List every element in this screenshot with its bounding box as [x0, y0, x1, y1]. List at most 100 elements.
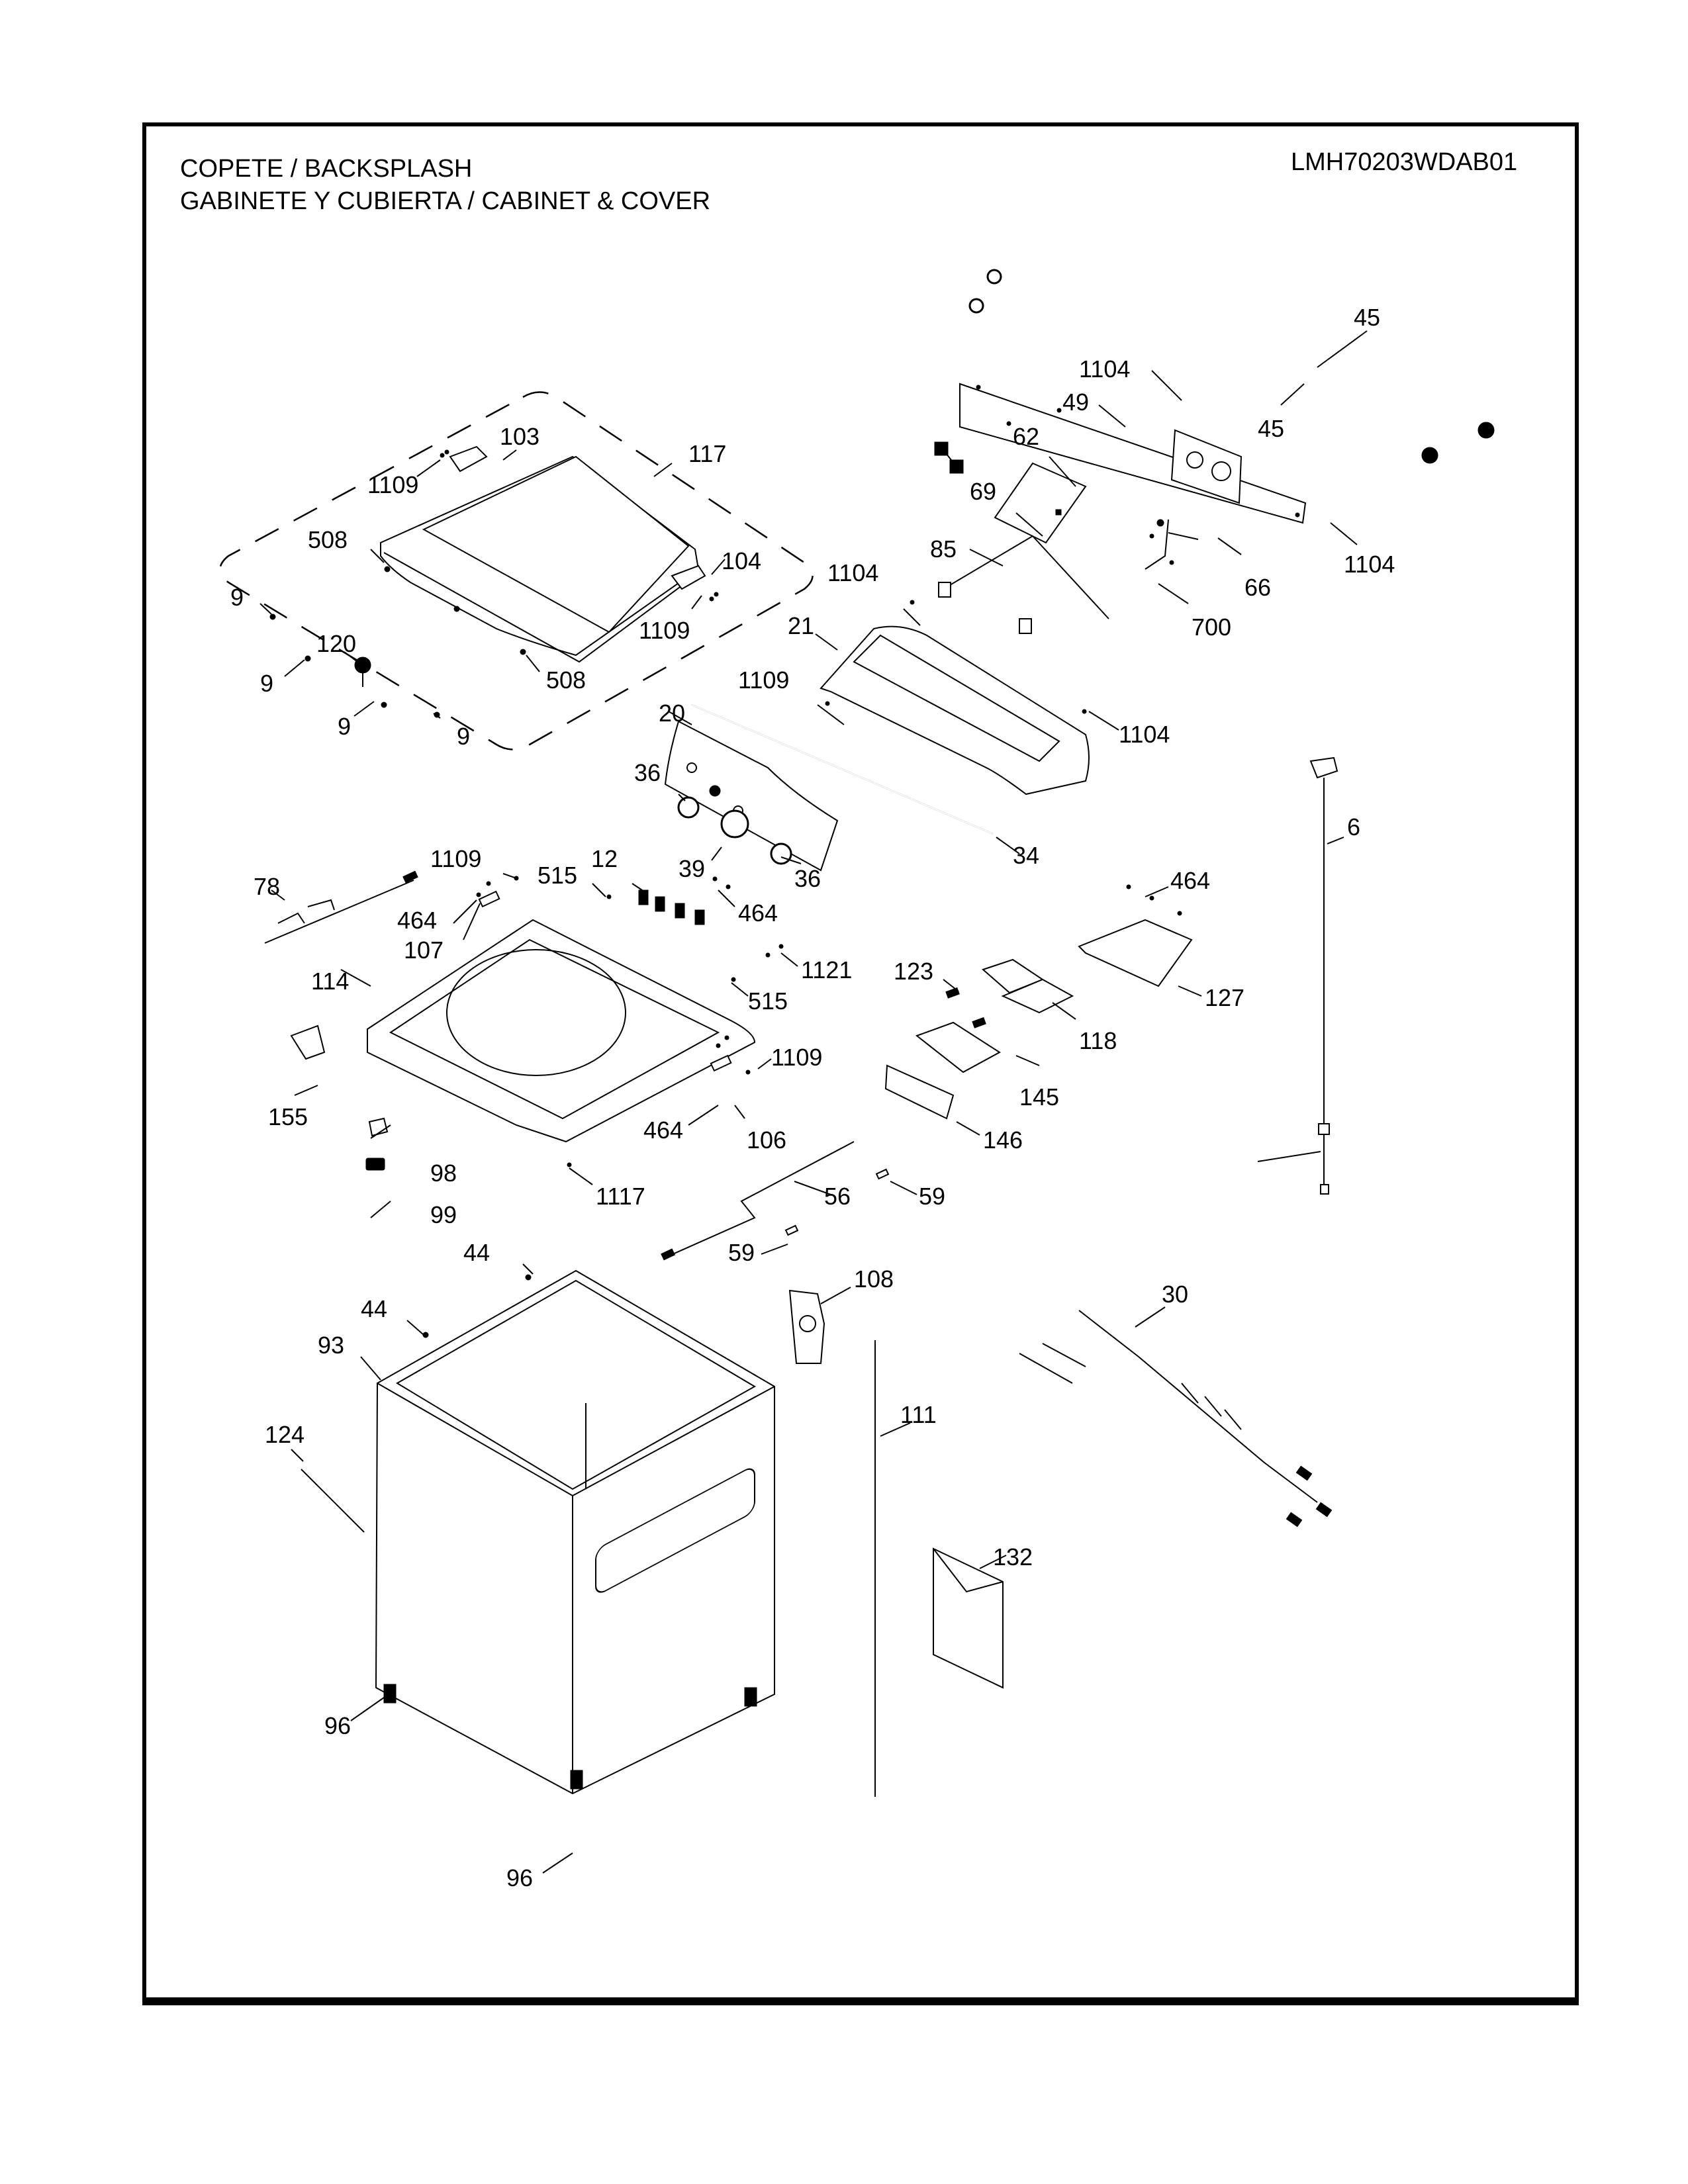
part-56-wire-harness	[661, 1141, 855, 1261]
callout-9: 9	[230, 584, 244, 611]
part-123-siphon-caps	[945, 987, 986, 1028]
callout-114: 114	[311, 968, 349, 995]
callout-36: 36	[634, 759, 661, 786]
part-34-trim-strip	[691, 704, 994, 835]
part-44-screws	[422, 1274, 532, 1338]
callout-132: 132	[993, 1543, 1033, 1570]
part-69-control-board	[994, 462, 1087, 544]
part-39-knob-center	[720, 809, 749, 839]
callout-1109: 1109	[367, 471, 418, 498]
callout-62: 62	[1013, 423, 1039, 450]
callout-66: 66	[1244, 574, 1271, 601]
callout-21: 21	[788, 612, 814, 639]
callout-464: 464	[397, 907, 437, 934]
callout-39: 39	[679, 855, 705, 882]
part-104-hinge	[671, 565, 719, 602]
part-146-dispenser-front	[884, 1064, 955, 1120]
callout-6: 6	[1347, 813, 1360, 841]
part-6-power-cord	[1257, 756, 1338, 1195]
callout-1109: 1109	[771, 1044, 822, 1071]
callout-44: 44	[463, 1239, 490, 1266]
model-number: LMH70203WDAB01	[1291, 148, 1518, 176]
part-117-top-lid-group	[219, 391, 814, 751]
callout-59: 59	[919, 1183, 945, 1210]
callout-30: 30	[1162, 1281, 1188, 1308]
callout-34: 34	[1013, 842, 1039, 869]
callout-124: 124	[265, 1421, 305, 1448]
part-49-rear-panel	[959, 383, 1307, 539]
callout-515: 515	[748, 987, 788, 1015]
fasteners-top-cover	[476, 876, 784, 1075]
part-9-bumpers	[269, 614, 440, 718]
part-107-switch	[478, 890, 500, 908]
callout-9: 9	[338, 713, 351, 740]
callout-1109: 1109	[738, 666, 789, 694]
callout-1109: 1109	[639, 617, 690, 644]
part-30-main-harness	[1019, 1310, 1333, 1527]
callout-111: 111	[900, 1401, 937, 1428]
callout-12: 12	[591, 845, 618, 872]
callout-464: 464	[1170, 867, 1210, 894]
part-96-leveling-legs	[383, 1684, 757, 1790]
callout-508: 508	[546, 666, 586, 694]
callout-85: 85	[930, 535, 957, 563]
part-155-dispenser-cup	[290, 1024, 326, 1060]
callout-127: 127	[1205, 984, 1244, 1011]
callout-103: 103	[500, 423, 539, 450]
part-145-dispenser-tray	[915, 1021, 1001, 1073]
callout-labels: 45 45 1104 49 62 69 85 1104 1104 66 700 …	[230, 304, 1395, 1891]
callout-108: 108	[854, 1265, 894, 1293]
callout-78: 78	[254, 873, 280, 900]
callout-45: 45	[1258, 415, 1284, 442]
callout-1109: 1109	[430, 845, 481, 872]
callout-69: 69	[970, 478, 996, 505]
part-118-dispenser-drawer	[982, 958, 1074, 1014]
part-20-control-panel	[664, 720, 839, 872]
part-132-literature-bag	[933, 1547, 1004, 1689]
diagram-title-cabinet-cover: GABINETE Y CUBIERTA / CABINET & COVER	[180, 187, 711, 215]
callout-1104: 1104	[1119, 721, 1170, 748]
callout-96: 96	[324, 1712, 351, 1739]
callout-56: 56	[824, 1183, 851, 1210]
callout-104: 104	[722, 547, 761, 574]
part-98-lid-switch	[368, 1117, 389, 1137]
callout-1104: 1104	[1079, 355, 1130, 383]
part-66-harness	[1145, 519, 1199, 570]
callout-508: 508	[308, 526, 348, 553]
part-62-switch	[934, 441, 964, 474]
leader-lines	[259, 330, 1368, 1874]
callout-1117: 1117	[596, 1183, 645, 1210]
callout-146: 146	[983, 1126, 1023, 1154]
part-78-harness	[264, 870, 418, 944]
drawing-frame	[142, 122, 1579, 2005]
callout-9: 9	[457, 723, 470, 750]
part-36-knob-right	[770, 842, 792, 865]
callout-1104: 1104	[1344, 551, 1395, 578]
part-36-knob-left	[677, 796, 700, 819]
callout-9: 9	[260, 670, 273, 697]
callout-700: 700	[1192, 614, 1231, 641]
callout-155: 155	[268, 1103, 308, 1130]
callout-93: 93	[318, 1332, 344, 1359]
part-93-cabinet	[375, 1269, 775, 1795]
callout-464: 464	[738, 899, 778, 927]
callout-20: 20	[659, 700, 685, 727]
part-45-inlet-hoses	[968, 269, 1495, 464]
part-106-switch	[710, 1054, 732, 1072]
callout-98: 98	[430, 1160, 457, 1187]
part-103-hinge	[440, 445, 488, 473]
callout-45: 45	[1354, 304, 1380, 331]
part-59-clip-b	[784, 1224, 799, 1236]
callout-118: 118	[1079, 1027, 1117, 1054]
part-700-screw	[1169, 560, 1174, 565]
callout-96: 96	[506, 1864, 533, 1891]
callout-1121: 1121	[801, 956, 852, 983]
callout-49: 49	[1062, 388, 1089, 416]
diagram-title-backsplash: COPETE / BACKSPLASH	[180, 155, 473, 183]
part-124-bracket	[301, 1469, 365, 1533]
part-108-drain-bracket	[788, 1289, 825, 1364]
part-127-dispenser-housing	[1078, 884, 1193, 987]
callout-36: 36	[794, 865, 821, 892]
callout-515: 515	[538, 862, 577, 889]
